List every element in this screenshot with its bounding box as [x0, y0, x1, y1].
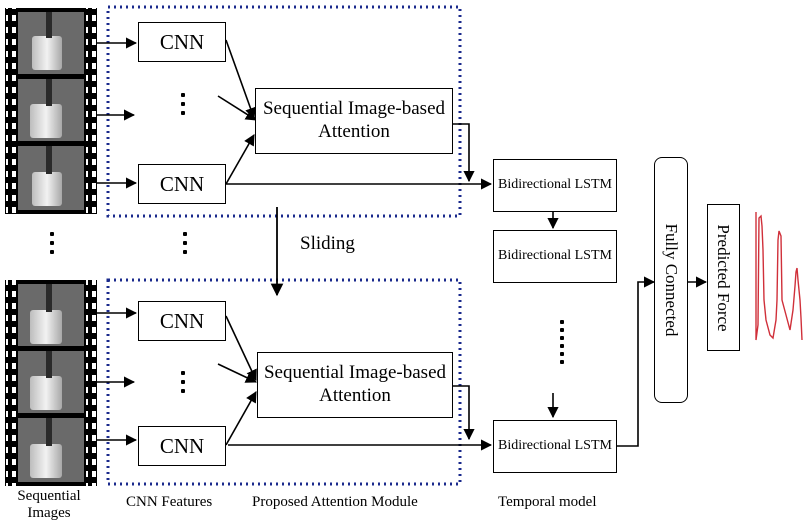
force-plot	[755, 212, 803, 341]
frame-image	[18, 146, 84, 210]
ellipsis-dots	[183, 232, 187, 254]
cnn-label: CNN	[159, 433, 205, 458]
attention-box: Sequential Image-based Attention	[257, 352, 453, 418]
attention-box: Sequential Image-based Attention	[255, 88, 453, 154]
caption-attention-module: Proposed Attention Module	[252, 494, 418, 510]
cnn-box: CNN	[138, 22, 226, 62]
cnn-box: CNN	[138, 426, 226, 466]
lstm-label: Bidirectional LSTM	[498, 177, 612, 193]
attention-label: Sequential Image-based Attention	[262, 98, 445, 142]
lstm-box: Bidirectional LSTM	[493, 420, 617, 473]
ellipsis-dots	[181, 93, 185, 115]
sliding-label: Sliding	[300, 233, 355, 254]
frame-image	[18, 284, 84, 346]
caption-temporal-model: Temporal model	[498, 494, 597, 510]
frame-image	[18, 79, 84, 141]
film-strip-top	[5, 8, 97, 214]
lstm-arrows	[547, 212, 708, 447]
frame-image	[18, 351, 84, 413]
predicted-force-label: Predicted Force	[714, 224, 733, 332]
frame-image	[18, 12, 84, 74]
cnn-label: CNN	[159, 29, 205, 54]
cnn-box: CNN	[138, 164, 226, 204]
cnn-box: CNN	[138, 301, 226, 341]
predicted-force-box	[707, 204, 740, 351]
ellipsis-dots	[181, 371, 185, 393]
cnn-label: CNN	[159, 308, 205, 333]
caption-sequential-images: Sequential Images	[17, 488, 81, 522]
ellipsis-dots	[560, 320, 564, 364]
lstm-label: Bidirectional LSTM	[498, 248, 612, 264]
top-arrows	[97, 37, 493, 190]
film-strip-bottom	[5, 280, 97, 486]
bottom-arrows	[97, 307, 493, 451]
attention-label: Sequential Image-based Attention	[263, 362, 446, 406]
cnn-label: CNN	[159, 171, 205, 196]
lstm-box: Bidirectional LSTM	[493, 159, 617, 212]
caption-cnn-features: CNN Features	[126, 494, 213, 510]
frame-image	[18, 418, 84, 482]
fully-connected-label: Fully Connected	[662, 223, 681, 337]
lstm-box: Bidirectional LSTM	[493, 230, 617, 283]
fully-connected-box	[654, 157, 688, 403]
top-module-border	[106, 5, 462, 218]
lstm-label: Bidirectional LSTM	[498, 438, 612, 454]
ellipsis-dots	[50, 232, 54, 254]
